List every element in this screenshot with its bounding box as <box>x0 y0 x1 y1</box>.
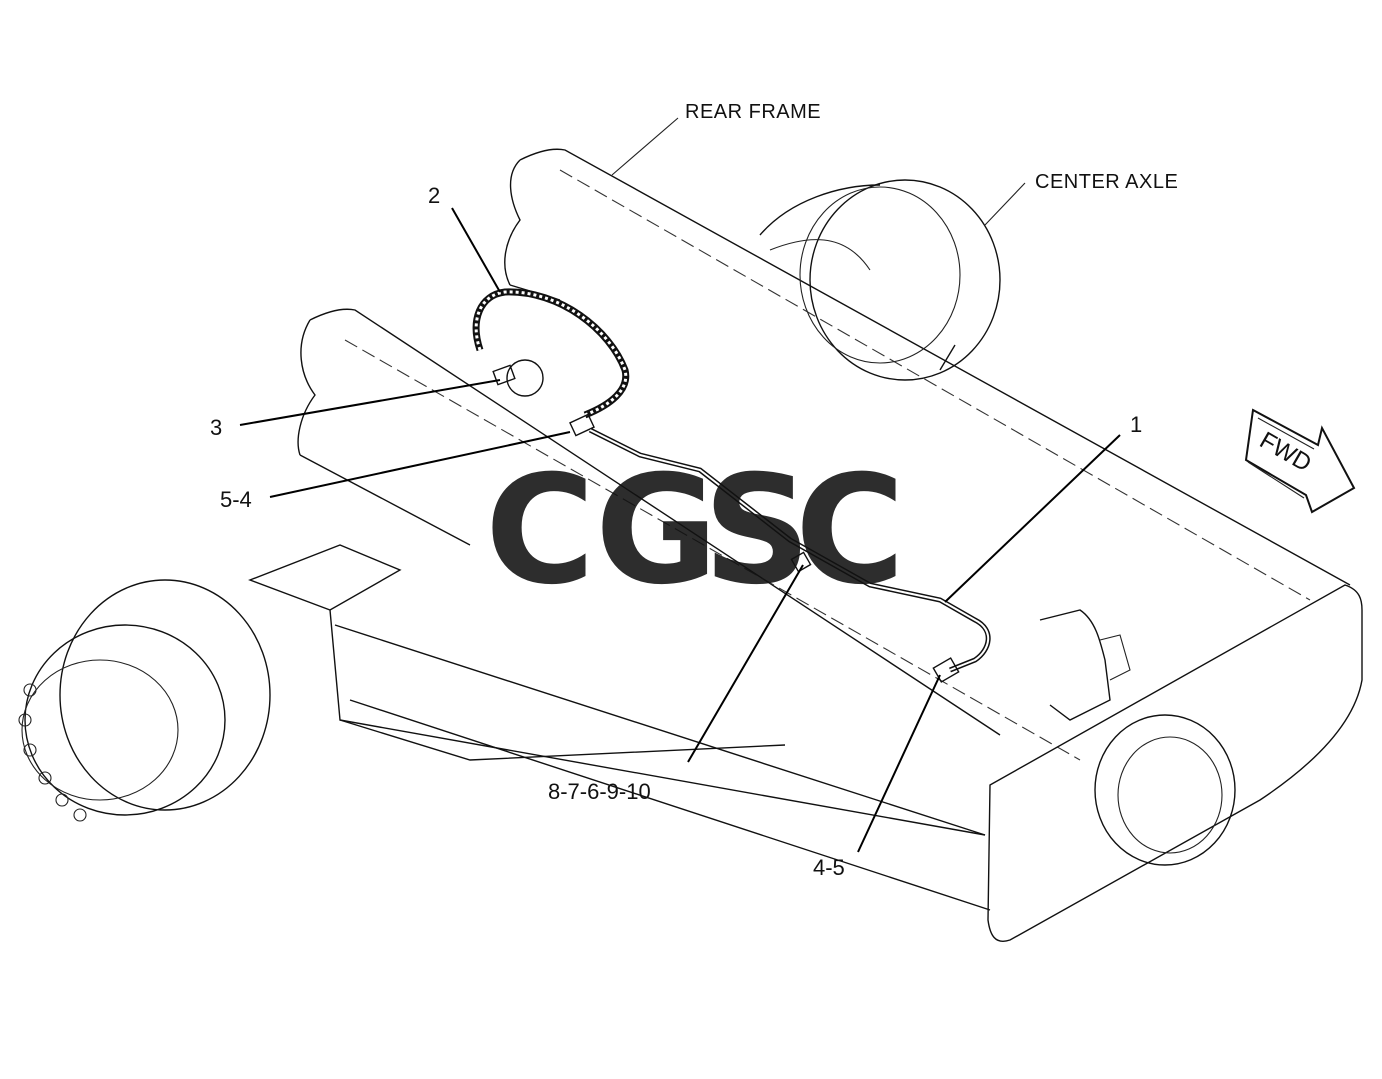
watermark-letter: C <box>795 444 905 618</box>
lower-frame-drawing <box>297 308 1081 911</box>
label-center-axle: CENTER AXLE <box>1035 171 1178 193</box>
label-rear-frame: REAR FRAME <box>685 101 821 123</box>
watermark-letter: C <box>485 444 595 618</box>
callout-4-5: 4-5 <box>813 855 845 880</box>
callout-8-7-6-9-10: 8-7-6-9-10 <box>548 779 651 804</box>
fwd-arrow: FWD <box>1244 408 1356 514</box>
brake-tube <box>588 427 991 683</box>
center-axle-drawing <box>759 179 1001 381</box>
watermark-letter: G <box>595 444 718 618</box>
leader-lines <box>239 117 1121 853</box>
callout-3: 3 <box>210 415 222 440</box>
rear-frame-drawing <box>504 148 1351 601</box>
callout-5-4: 5-4 <box>220 487 252 512</box>
watermark-logo: C G S C <box>485 444 905 618</box>
left-axle-drawing <box>18 544 986 836</box>
callout-2: 2 <box>428 183 440 208</box>
hose-assembly <box>472 288 630 437</box>
end-plate-drawing <box>987 584 1363 942</box>
watermark-letter: S <box>703 444 811 618</box>
rear-bracket-drawing <box>1039 609 1131 721</box>
callout-1: 1 <box>1130 412 1142 437</box>
